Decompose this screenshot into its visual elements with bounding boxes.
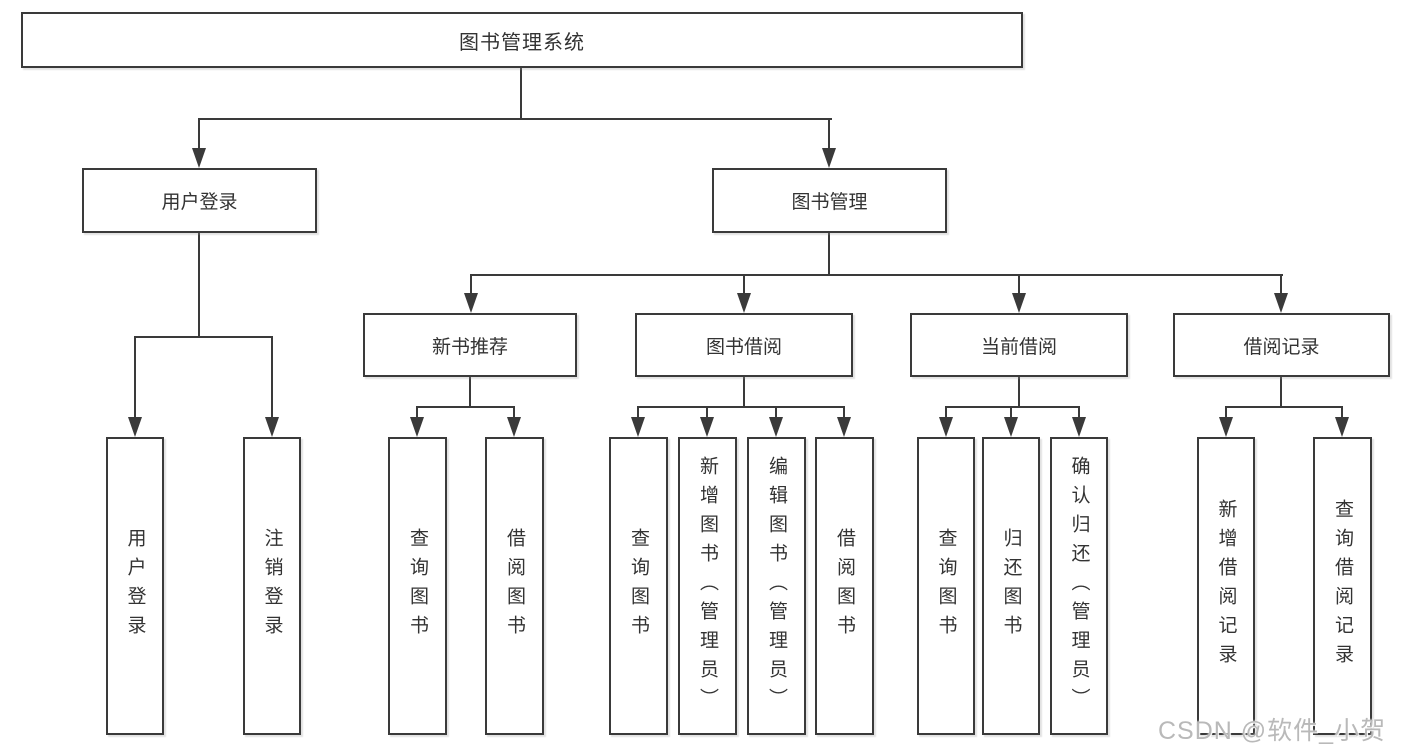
connector-book-mgmt-down: [828, 233, 830, 276]
arrow-down-icon: [464, 293, 478, 313]
leaf-query-borrow-record: 查询借阅记录: [1313, 437, 1372, 735]
arrow-down-icon: [1004, 417, 1018, 437]
connector-group-down: [469, 375, 471, 408]
connector-leaf-stem: [1341, 406, 1343, 422]
connector-leaf-stem: [775, 406, 777, 422]
connector-root-stem: [520, 66, 522, 120]
connector-leaf-stem: [706, 406, 708, 422]
connector-leaf-stem: [843, 406, 845, 422]
arrow-down-icon: [410, 417, 424, 437]
connector-l3-stem: [1280, 274, 1282, 298]
node-root-label: 图书管理系统: [459, 31, 585, 54]
connector-user-login-down: [198, 233, 200, 338]
leaf-query-books-borrowing: 查询图书: [609, 437, 668, 735]
node-book-management-label: 图书管理: [791, 192, 868, 213]
connector-leaf-stem: [513, 406, 515, 422]
node-root: 图书管理系统: [21, 12, 1023, 68]
node-borrow-records: 借阅记录: [1173, 313, 1390, 377]
connector-group-down: [1018, 375, 1020, 408]
leaf-borrow-books-borrowing: 借阅图书: [815, 437, 874, 735]
connector-leaf-stem: [1010, 406, 1012, 422]
leaf-user-login: 用户登录: [106, 437, 164, 735]
leaf-confirm-return-admin-label: 确认归还（管理员）: [1068, 455, 1090, 717]
connector-leaf-stem: [637, 406, 639, 422]
connector-leaf-stem: [416, 406, 418, 422]
arrow-down-icon: [1012, 293, 1026, 313]
leaf-borrow-books-recommend-label: 借阅图书: [504, 528, 525, 644]
leaf-query-books-recommend: 查询图书: [388, 437, 447, 735]
arrow-down-icon: [769, 417, 783, 437]
leaf-borrow-books-borrowing-label: 借阅图书: [834, 528, 855, 644]
leaf-borrow-books-recommend: 借阅图书: [485, 437, 544, 735]
node-user-login: 用户登录: [82, 168, 317, 233]
leaf-query-books-current-label: 查询图书: [935, 528, 957, 644]
connector-group-bar: [945, 406, 1080, 408]
leaf-user-login-label: 用户登录: [124, 528, 146, 644]
connector-leaf-stem: [1225, 406, 1227, 422]
node-book-borrowing-label: 图书借阅: [705, 336, 782, 358]
connector-leaf-stem: [271, 336, 273, 422]
connector-user-login-stem: [198, 118, 200, 154]
arrow-down-icon: [737, 293, 751, 313]
arrow-down-icon: [1219, 417, 1233, 437]
connector-level2-bar: [198, 118, 832, 120]
leaf-logout-label: 注销登录: [261, 528, 283, 644]
connector-book-mgmt-stem: [828, 118, 830, 154]
arrow-down-icon: [507, 417, 521, 437]
node-new-book-recommend: 新书推荐: [363, 313, 577, 377]
connector-group-down: [743, 375, 745, 408]
connector-level3-bar: [470, 274, 1283, 276]
connector-user-login-bar: [134, 336, 273, 338]
node-borrow-records-label: 借阅记录: [1243, 336, 1320, 358]
leaf-add-book-admin: 新增图书（管理员）: [678, 437, 737, 735]
node-current-borrowing-label: 当前借阅: [980, 336, 1057, 358]
node-book-management: 图书管理: [712, 168, 947, 233]
leaf-query-books-recommend-label: 查询图书: [407, 528, 428, 644]
connector-group-down: [1280, 375, 1282, 408]
leaf-add-book-admin-label: 新增图书（管理员）: [697, 455, 718, 717]
connector-l3-stem: [1018, 274, 1020, 298]
csdn-watermark: CSDN @软件_小贺同学: [1158, 717, 1387, 745]
arrow-down-icon: [1274, 293, 1288, 313]
arrow-down-icon: [700, 417, 714, 437]
leaf-edit-book-admin-label: 编辑图书（管理员）: [766, 455, 787, 717]
arrow-down-icon: [631, 417, 645, 437]
connector-group-bar: [416, 406, 515, 408]
leaf-query-books-borrowing-label: 查询图书: [628, 528, 649, 644]
leaf-logout: 注销登录: [243, 437, 301, 735]
arrow-down-icon: [837, 417, 851, 437]
connector-group-bar: [637, 406, 845, 408]
connector-leaf-stem: [945, 406, 947, 422]
connector-l3-stem: [470, 274, 472, 298]
leaf-query-borrow-record-label: 查询借阅记录: [1332, 499, 1353, 673]
leaf-edit-book-admin: 编辑图书（管理员）: [747, 437, 806, 735]
arrow-down-icon: [192, 148, 206, 168]
node-new-book-recommend-label: 新书推荐: [431, 336, 508, 358]
arrow-down-icon: [128, 417, 142, 437]
node-book-borrowing: 图书借阅: [635, 313, 853, 377]
arrow-down-icon: [1072, 417, 1086, 437]
arrow-down-icon: [265, 417, 279, 437]
node-current-borrowing: 当前借阅: [910, 313, 1128, 377]
arrow-down-icon: [1335, 417, 1349, 437]
connector-l3-stem: [743, 274, 745, 298]
arrow-down-icon: [939, 417, 953, 437]
connector-group-bar: [1225, 406, 1343, 408]
leaf-return-book-label: 归还图书: [1000, 528, 1022, 644]
leaf-return-book: 归还图书: [982, 437, 1040, 735]
arrow-down-icon: [822, 148, 836, 168]
node-user-login-label: 用户登录: [161, 192, 238, 213]
leaf-add-borrow-record-label: 新增借阅记录: [1215, 499, 1237, 673]
connector-leaf-stem: [134, 336, 136, 422]
leaf-confirm-return-admin: 确认归还（管理员）: [1050, 437, 1108, 735]
leaf-query-books-current: 查询图书: [917, 437, 975, 735]
connector-leaf-stem: [1078, 406, 1080, 422]
leaf-add-borrow-record: 新增借阅记录: [1197, 437, 1255, 735]
